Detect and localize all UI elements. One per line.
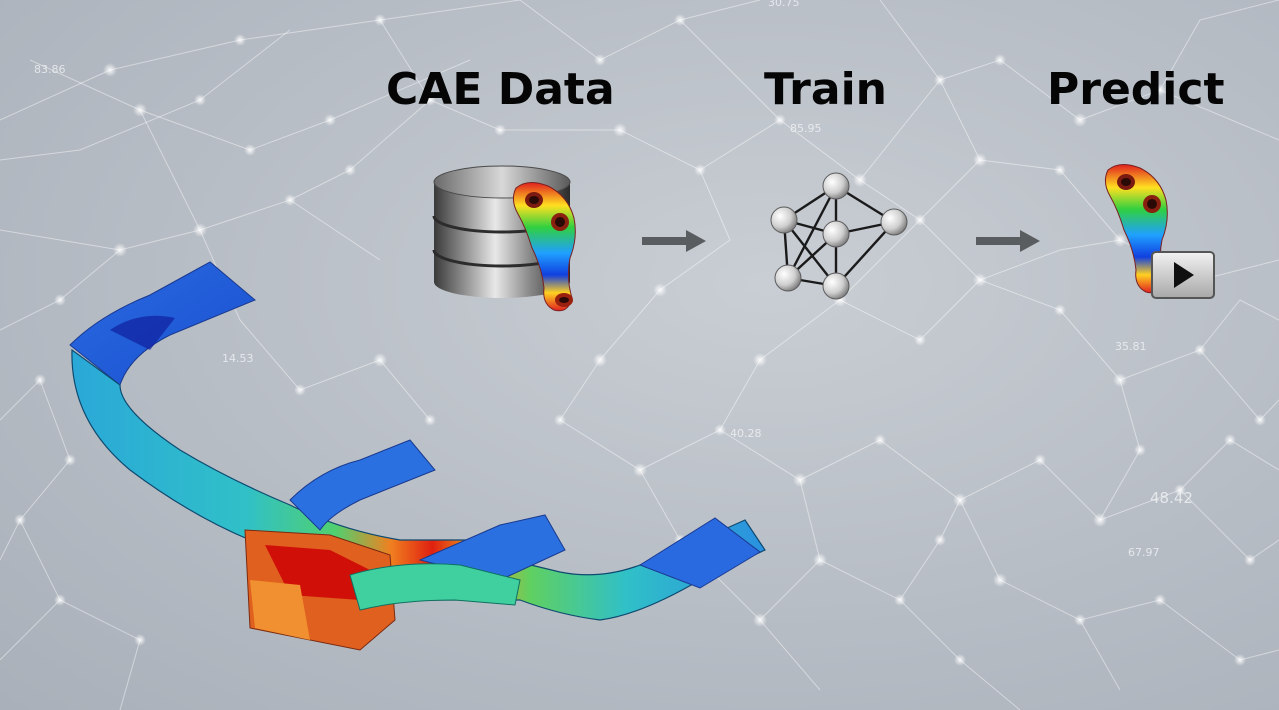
bg-number: 85.95	[790, 122, 822, 135]
step-title-cae-data: CAE Data	[386, 64, 615, 115]
arrow-icon	[976, 230, 1040, 252]
bg-number: 35.81	[1115, 340, 1147, 353]
bg-number: 48.42	[1150, 489, 1193, 507]
bracket-contour-icon	[512, 182, 576, 312]
step-title-train: Train	[764, 64, 887, 115]
crossmember-contour-model	[69, 261, 766, 651]
neural-network-icon	[770, 172, 908, 300]
bg-number: 40.28	[730, 427, 762, 440]
bg-number: 30.75	[768, 0, 800, 9]
bg-number: 67.97	[1128, 546, 1160, 559]
bg-number: 83.86	[34, 63, 66, 76]
bg-number: 14.53	[222, 352, 254, 365]
arrow-icon	[642, 230, 706, 252]
play-icon	[1151, 251, 1215, 299]
step-title-predict: Predict	[1047, 64, 1225, 115]
